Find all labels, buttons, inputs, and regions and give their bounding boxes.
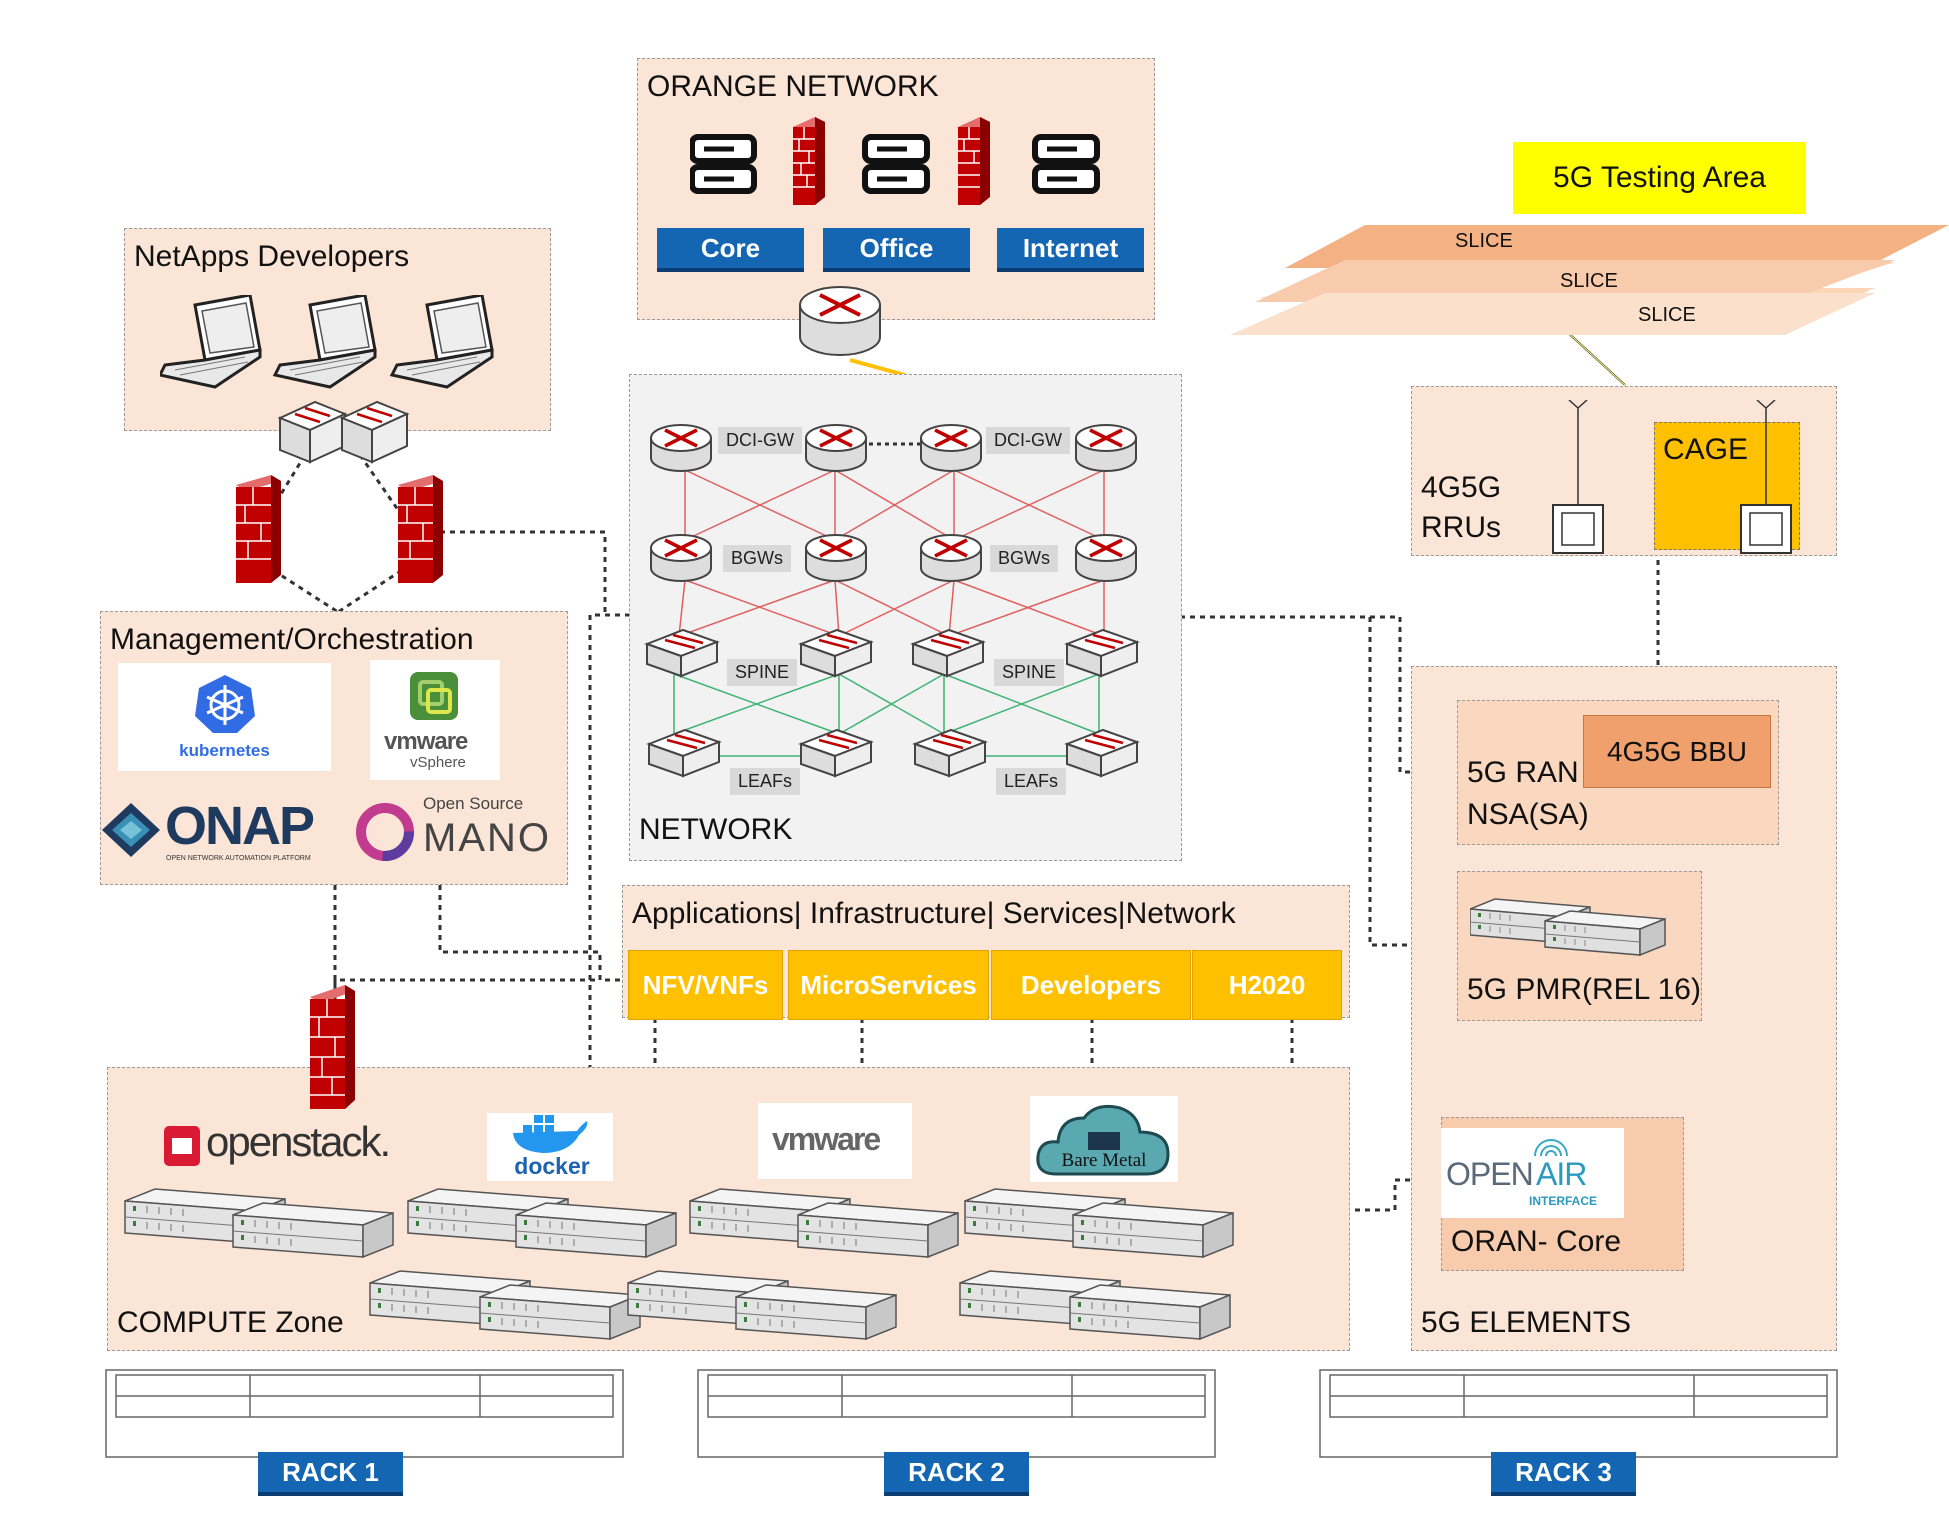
bare-metal-text: Bare Metal	[1061, 1150, 1147, 1171]
leafs-label-right: LEAFs	[996, 768, 1067, 795]
pmr-title: 5G PMR(REL 16)	[1467, 973, 1701, 1006]
kubernetes-text: kubernetes	[179, 741, 270, 760]
firewall-icon	[793, 117, 825, 205]
onap-icon	[102, 803, 160, 857]
docker-logo: docker	[487, 1113, 613, 1181]
spine-label-left: SPINE	[727, 659, 798, 686]
compute-title: COMPUTE Zone	[117, 1306, 344, 1339]
laptop-icon	[160, 295, 262, 389]
cage-label: CAGE	[1663, 433, 1749, 466]
office-button[interactable]: Office	[823, 228, 970, 272]
firewall-icon	[236, 475, 281, 583]
server-icon	[690, 134, 757, 194]
vmware-text: vmware	[384, 728, 468, 755]
rru-title-line1: 4G5G	[1421, 471, 1502, 504]
slice-label-3: SLICE	[1638, 304, 1696, 326]
orange-network-icons	[690, 117, 1100, 205]
5g-elements-title: 5G ELEMENTS	[1421, 1306, 1632, 1339]
nfv-vnfs-button[interactable]: NFV/VNFs	[628, 950, 783, 1020]
osm-mano-logo: Open Source MANO	[355, 790, 549, 872]
switch-icon	[277, 400, 348, 464]
network-slices	[1230, 225, 1949, 335]
slice-label-1: SLICE	[1455, 230, 1513, 252]
openstack-text: openstack.	[206, 1118, 391, 1165]
developers-button[interactable]: Developers	[991, 950, 1191, 1020]
osm-main-text: MANO	[423, 816, 551, 860]
vsphere-text: vSphere	[410, 754, 466, 771]
antenna-icon	[1740, 400, 1792, 554]
rru-title-line2: RRUs	[1421, 511, 1501, 544]
cloud-icon	[1036, 1104, 1170, 1176]
docker-whale-icon	[513, 1115, 588, 1153]
kubernetes-logo: kubernetes	[118, 663, 331, 771]
docker-text: docker	[514, 1153, 590, 1179]
osm-top-text: Open Source	[423, 794, 524, 813]
kubernetes-icon	[195, 675, 255, 733]
onap-text: ONAP	[165, 796, 315, 856]
router-icon	[799, 286, 881, 356]
dci-gw-label-left: DCI-GW	[718, 427, 802, 454]
rack-1-label[interactable]: RACK 1	[258, 1452, 403, 1496]
rru-title: 4G5G RRUs	[1421, 468, 1501, 548]
dci-gw-label-right: DCI-GW	[986, 427, 1070, 454]
bare-metal-logo: Bare Metal	[1030, 1096, 1178, 1182]
vmware-vsphere-logo: vmware vSphere	[370, 660, 500, 780]
core-button[interactable]: Core	[657, 228, 804, 272]
netapps-switches	[277, 400, 409, 464]
bgws-label-right: BGWs	[990, 545, 1058, 572]
openair-air-text: AIR	[1536, 1156, 1587, 1192]
ran-line1: 5G RAN	[1467, 756, 1579, 789]
microservices-button[interactable]: MicroServices	[788, 950, 989, 1020]
applications-title: Applications| Infrastructure| Services|N…	[632, 897, 1236, 930]
oran-title: ORAN- Core	[1451, 1225, 1622, 1258]
rack-frames	[105, 1369, 1838, 1458]
firewall-icon	[398, 475, 443, 583]
spine-label-right: SPINE	[994, 659, 1065, 686]
ran-line2: NSA(SA)	[1467, 798, 1589, 831]
openstack-logo: openstack.	[160, 1118, 391, 1174]
onap-logo: ONAP OPEN NETWORK AUTOMATION PLATFORM	[100, 795, 348, 871]
netapps-title: NetApps Developers	[134, 240, 410, 273]
pmr-servers	[1470, 898, 1666, 956]
network-topology	[645, 423, 1139, 778]
h2020-button[interactable]: H2020	[1192, 950, 1342, 1020]
network-title: NETWORK	[639, 813, 793, 846]
vsphere-icon	[410, 672, 458, 720]
osm-icon	[356, 803, 414, 861]
antenna-icon	[1552, 400, 1604, 554]
rack-3-label[interactable]: RACK 3	[1491, 1452, 1636, 1496]
wifi-arcs-icon	[1534, 1139, 1568, 1157]
ran-title: 5G RAN NSA(SA)	[1467, 752, 1589, 836]
orange-network-title: ORANGE NETWORK	[647, 70, 939, 103]
laptops	[160, 295, 494, 389]
onap-subtext: OPEN NETWORK AUTOMATION PLATFORM	[166, 855, 311, 862]
rack-2-label[interactable]: RACK 2	[884, 1452, 1029, 1496]
openstack-icon	[164, 1126, 200, 1166]
server-icon	[1032, 134, 1100, 194]
openair-open-text: OPEN	[1446, 1156, 1534, 1192]
firewall-icon	[958, 117, 990, 205]
slice-label-2: SLICE	[1560, 270, 1618, 292]
server-icon	[862, 134, 930, 194]
internet-button[interactable]: Internet	[997, 228, 1144, 272]
management-title: Management/Orchestration	[110, 623, 474, 656]
vmware-compute-text: vmware	[772, 1121, 881, 1157]
compute-firewall-icon	[310, 985, 355, 1109]
bgws-label-left: BGWs	[723, 545, 791, 572]
bbu-box: 4G5G BBU	[1583, 715, 1771, 788]
testing-area-label: 5G Testing Area	[1513, 142, 1806, 214]
vmware-logo: vmware	[758, 1103, 912, 1179]
leafs-label-left: LEAFs	[730, 768, 801, 795]
openair-logo: OPEN AIR INTERFACE	[1441, 1128, 1624, 1218]
openair-interface-text: INTERFACE	[1529, 1194, 1598, 1208]
